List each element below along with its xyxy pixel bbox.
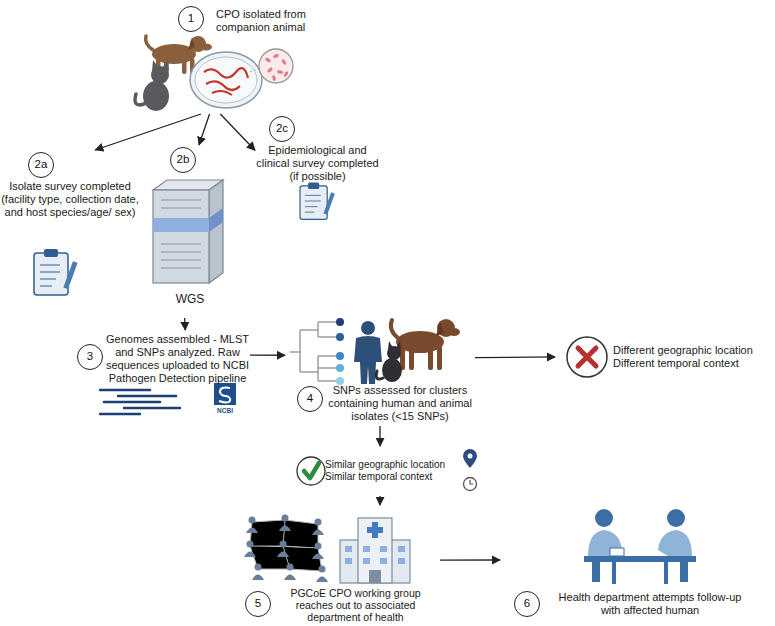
flow-arrow bbox=[379, 496, 380, 505]
reject-icon bbox=[567, 337, 607, 377]
step-text: Similar geographic location Similar temp… bbox=[325, 459, 467, 483]
step-number: 5 bbox=[245, 591, 271, 617]
step-text: WGS bbox=[145, 293, 235, 306]
snp-cluster-step: 4SNPs assessed for clusters containing h… bbox=[285, 310, 475, 426]
outreach-step: 5PGCoE CPO working group reaches out to … bbox=[235, 505, 440, 625]
step-number: 2b bbox=[170, 147, 196, 173]
step-text: Isolate survey completed (facility type,… bbox=[0, 180, 140, 219]
hospital-building bbox=[340, 518, 410, 583]
meeting-illustration bbox=[584, 509, 696, 584]
clock-icon bbox=[464, 478, 477, 491]
sequence-reads bbox=[100, 390, 180, 414]
cat-silhouette bbox=[376, 341, 402, 382]
flow-arrow bbox=[95, 114, 201, 150]
flow-arrow bbox=[440, 559, 500, 561]
step-number: 3 bbox=[77, 344, 103, 370]
isolation-step: 1 CPO isolated from companion animal bbox=[130, 4, 345, 114]
step-number: 2c bbox=[269, 116, 295, 142]
clipboard-icon bbox=[300, 183, 335, 220]
flow-arrow bbox=[220, 114, 255, 150]
flow-arrow bbox=[250, 355, 285, 356]
step-text: Health department attempts follow-up wit… bbox=[550, 591, 750, 617]
ncbi-logo bbox=[214, 383, 236, 405]
tree-tips bbox=[336, 318, 344, 385]
phylo-tree bbox=[290, 322, 340, 381]
server-icon bbox=[153, 180, 223, 283]
step-text: Genomes assembled - MLST and SNPs analyz… bbox=[105, 333, 250, 385]
flow-arrow bbox=[184, 318, 186, 330]
clinical-survey-step: 2cEpidemiological and clinical survey co… bbox=[255, 116, 380, 220]
dog-silhouette bbox=[391, 319, 460, 370]
wgs-step: 2bWGS bbox=[145, 145, 235, 318]
accept-icon bbox=[297, 457, 325, 485]
flow-arrow bbox=[199, 114, 210, 145]
petri-dish bbox=[190, 49, 293, 108]
location-pin bbox=[463, 449, 477, 468]
step-text: PGCoE CPO working group reaches out to a… bbox=[273, 587, 438, 623]
isolate-survey-step: 2aIsolate survey completed (facility typ… bbox=[0, 150, 140, 300]
step-text: CPO isolated from companion animal bbox=[216, 8, 341, 34]
step-text: SNPs assessed for clusters containing hu… bbox=[325, 384, 475, 423]
mismatch-outcome: Different geographic location Different … bbox=[555, 330, 755, 385]
step-number: 6 bbox=[514, 591, 540, 617]
human-silhouette bbox=[354, 321, 382, 384]
step-number: 4 bbox=[297, 386, 323, 412]
step-number: 1 bbox=[178, 6, 204, 32]
follow-up-step: 6 Health department attempts follow-up wi… bbox=[500, 495, 770, 625]
step-text: Epidemiological and clinical survey comp… bbox=[255, 144, 380, 183]
genome-analysis-step: 3Genomes assembled - MLST and SNPs analy… bbox=[75, 330, 250, 420]
cat-illustration bbox=[135, 60, 169, 111]
flow-arrow bbox=[379, 426, 380, 446]
match-outcome: Similar geographic location Similar temp… bbox=[295, 446, 480, 496]
step-number: 2a bbox=[28, 152, 54, 178]
people-network bbox=[244, 515, 328, 583]
logo-text: NCBI bbox=[203, 407, 247, 415]
step-text: Different geographic location Different … bbox=[613, 344, 763, 370]
flow-arrow bbox=[475, 356, 555, 358]
clipboard-icon bbox=[34, 249, 78, 295]
